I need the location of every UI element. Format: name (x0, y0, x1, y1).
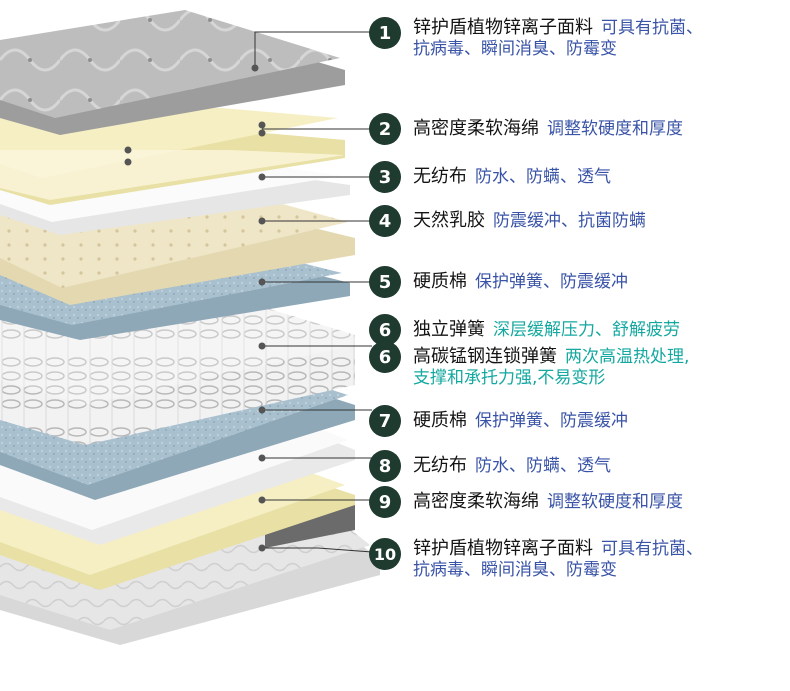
number-badge: 6 (369, 341, 401, 373)
layer-label-9: 9 高密度柔软海绵调整软硬度和厚度 (369, 486, 683, 518)
layer-label-6b: 6 高碳锰钢连锁弹簧两次高温热处理,支撑和承托力强,不易变形 (369, 341, 689, 389)
layer-label-4: 4 天然乳胶防震缓冲、抗菌防螨 (369, 205, 646, 237)
leader-10 (262, 547, 373, 553)
layer-name: 无纺布 (413, 166, 467, 187)
layer-name: 高碳锰钢连锁弹簧 (413, 346, 557, 367)
layer-name: 锌护盾植物锌离子面料 (413, 17, 593, 38)
number-badge: 9 (369, 486, 401, 518)
layer-desc-2: 抗病毒、瞬间消臭、防霉变 (413, 39, 617, 59)
number-badge: 10 (369, 538, 401, 570)
number-badge: 2 (369, 113, 401, 145)
number-badge: 4 (369, 205, 401, 237)
layer-desc: 可具有抗菌、 (601, 539, 703, 559)
layer-name: 无纺布 (413, 455, 467, 476)
layer-desc: 可具有抗菌、 (601, 18, 703, 38)
number-badge: 1 (369, 17, 401, 49)
layer-desc: 防水、防螨、透气 (475, 167, 611, 187)
layer-desc: 调整软硬度和厚度 (547, 119, 683, 139)
layer-desc: 防震缓冲、抗菌防螨 (493, 211, 646, 231)
leader-dots (124, 64, 266, 552)
layer-name: 独立弹簧 (413, 319, 485, 340)
layer-desc-2: 抗病毒、瞬间消臭、防霉变 (413, 560, 617, 580)
layer-name: 硬质棉 (413, 410, 467, 431)
layer-desc: 保护弹簧、防震缓冲 (475, 411, 628, 431)
layer-label-1: 1 锌护盾植物锌离子面料可具有抗菌、抗病毒、瞬间消臭、防霉变 (369, 17, 703, 60)
layer-label-5: 5 硬质棉保护弹簧、防震缓冲 (369, 266, 628, 298)
layer-name: 硬质棉 (413, 271, 467, 292)
leader-lines (254, 31, 373, 553)
layer-desc: 调整软硬度和厚度 (547, 492, 683, 512)
layer-desc: 保护弹簧、防震缓冲 (475, 272, 628, 292)
layer-desc: 两次高温热处理, (565, 347, 690, 367)
leader-1 (254, 31, 372, 68)
layer-name: 高密度柔软海绵 (413, 491, 539, 512)
number-badge: 5 (369, 266, 401, 298)
number-badge: 7 (369, 405, 401, 437)
layer-name: 高密度柔软海绵 (413, 118, 539, 139)
layer-label-6a: 6 独立弹簧深层缓解压力、舒解疲劳 (369, 314, 680, 346)
layer-name: 天然乳胶 (413, 210, 485, 231)
number-badge: 3 (369, 161, 401, 193)
layer-desc: 防水、防螨、透气 (475, 456, 611, 476)
number-badge: 8 (369, 450, 401, 482)
layer-desc: 深层缓解压力、舒解疲劳 (493, 320, 680, 340)
layer-label-7: 7 硬质棉保护弹簧、防震缓冲 (369, 405, 628, 437)
layer-label-8: 8 无纺布防水、防螨、透气 (369, 450, 611, 482)
layer-desc-2: 支撑和承托力强,不易变形 (413, 368, 606, 388)
layer-label-2: 2 高密度柔软海绵调整软硬度和厚度 (369, 113, 683, 145)
layer-label-3: 3 无纺布防水、防螨、透气 (369, 161, 611, 193)
layer-label-10: 10 锌护盾植物锌离子面料可具有抗菌、抗病毒、瞬间消臭、防霉变 (369, 538, 703, 581)
layer-name: 锌护盾植物锌离子面料 (413, 538, 593, 559)
number-badge: 6 (369, 314, 401, 346)
